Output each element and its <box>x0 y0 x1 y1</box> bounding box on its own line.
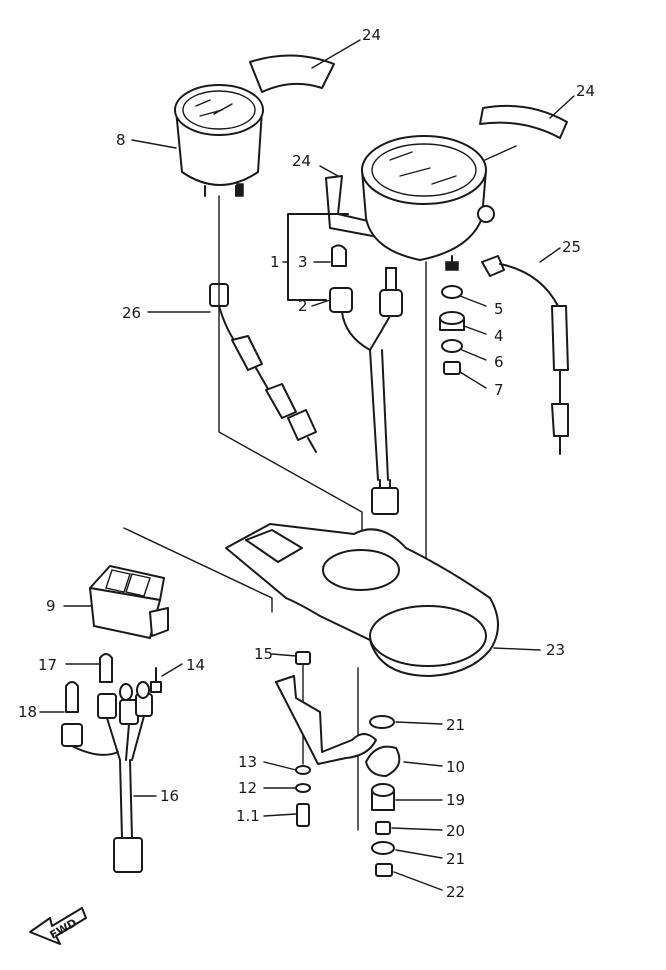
damper-4 <box>439 311 465 331</box>
label-24-right: 24 <box>576 82 595 100</box>
label-11: 1.1 <box>236 807 260 825</box>
label-2: 2 <box>298 297 308 315</box>
damper-19 <box>371 783 395 811</box>
stay-10 <box>275 675 401 777</box>
screw-14 <box>150 667 162 693</box>
washer-5 <box>441 285 463 299</box>
label-5: 5 <box>494 300 504 318</box>
label-20: 20 <box>446 822 465 840</box>
bulb-17 <box>99 653 113 683</box>
washer-6 <box>441 339 463 353</box>
label-18: 18 <box>18 703 37 721</box>
label-4: 4 <box>494 327 504 345</box>
harness-16 <box>61 681 153 873</box>
washer-13 <box>295 765 311 775</box>
band-24-right <box>479 104 568 139</box>
label-3: 3 <box>298 253 308 271</box>
bulb-18 <box>65 681 79 713</box>
washer-12 <box>295 783 311 793</box>
label-21-bottom: 21 <box>446 850 465 868</box>
label-25: 25 <box>562 238 581 256</box>
cable-26 <box>209 283 317 453</box>
gauge-8 <box>174 84 264 197</box>
meter-assembly-1 <box>361 135 495 271</box>
label-21-top: 21 <box>446 716 465 734</box>
screw-11 <box>296 803 310 827</box>
bulb-3 <box>331 244 347 267</box>
label-7: 7 <box>494 381 504 399</box>
label-22: 22 <box>446 883 465 901</box>
label-15: 15 <box>254 645 273 663</box>
label-19: 19 <box>446 791 465 809</box>
cable-25 <box>481 255 569 455</box>
washer-21-bottom <box>371 841 395 855</box>
indicator-housing-9 <box>89 565 169 639</box>
washer-21-top <box>369 715 395 729</box>
nut-22 <box>375 863 393 877</box>
collar-20 <box>375 821 391 835</box>
label-10: 10 <box>446 758 465 776</box>
nut-15 <box>295 651 311 665</box>
label-6: 6 <box>494 353 504 371</box>
label-16: 16 <box>160 787 179 805</box>
label-14: 14 <box>186 656 205 674</box>
label-24-left: 24 <box>292 152 311 170</box>
label-13: 13 <box>238 753 257 771</box>
label-1: 1 <box>270 253 280 271</box>
label-24-top: 24 <box>362 26 381 44</box>
nut-7 <box>443 361 461 375</box>
label-17: 17 <box>38 656 57 674</box>
band-24-top <box>249 54 335 93</box>
label-9: 9 <box>46 597 56 615</box>
label-26: 26 <box>122 304 141 322</box>
forward-arrow-icon <box>29 907 87 945</box>
label-8: 8 <box>116 131 126 149</box>
label-23: 23 <box>546 641 565 659</box>
bracket-23 <box>225 523 499 677</box>
label-12: 12 <box>238 779 257 797</box>
